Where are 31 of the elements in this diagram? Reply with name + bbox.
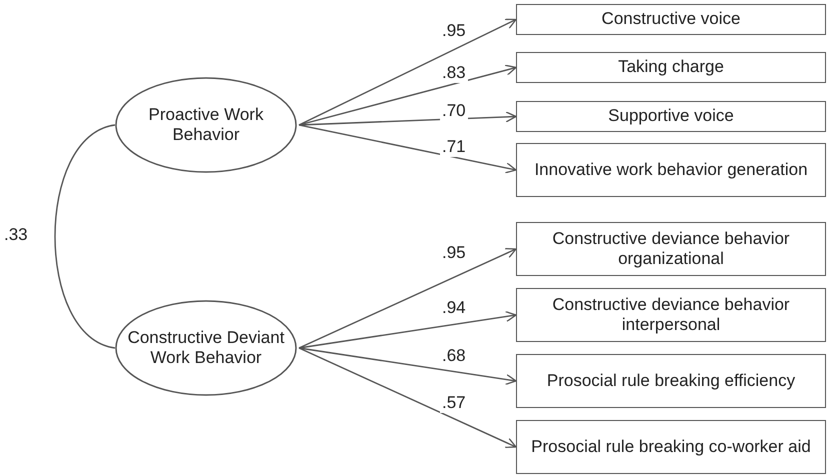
- loading-arrow: [298, 310, 517, 349]
- indicator-name: Taking charge: [618, 57, 724, 78]
- indicator-box: [516, 143, 826, 197]
- indicator-name: Supportive voice: [608, 106, 734, 127]
- indicator-name: Prosocial rule breaking efficiency: [546, 370, 796, 392]
- loading-arrow: [298, 64, 517, 126]
- indicator-name: Constructive deviance behavior interpersonal: [551, 294, 791, 336]
- loading-arrow: [298, 248, 517, 349]
- factor-name: Constructive Deviant Work Behavior: [126, 328, 286, 368]
- indicator-name: Constructive voice: [602, 9, 740, 30]
- indicator-box: [516, 420, 826, 474]
- indicator-box: [516, 288, 826, 342]
- latent-ellipse: [115, 77, 297, 173]
- loading-arrow: [298, 347, 517, 448]
- factor-name: Proactive Work Behavior: [148, 104, 264, 146]
- indicator-name: Constructive deviance behavior organizational: [551, 228, 791, 270]
- edge-label: .70: [440, 102, 468, 121]
- indicator-name: Innovative work behavior generation: [534, 160, 808, 180]
- indicator-box: [516, 222, 826, 276]
- loading-arrow: [298, 18, 517, 126]
- loading-arrow: [298, 347, 517, 386]
- edge-label: .71: [440, 138, 468, 157]
- edge-label: .57: [440, 394, 468, 413]
- indicator-box: [516, 4, 826, 35]
- indicator-box: [516, 101, 826, 132]
- latent-ellipse: [115, 300, 297, 396]
- correlation-curve: [54, 124, 116, 349]
- indicator-name: Prosocial rule breaking co-worker aid: [531, 436, 811, 458]
- loading-arrow: [298, 124, 517, 174]
- indicator-box: [516, 354, 826, 408]
- indicator-box: [516, 52, 826, 83]
